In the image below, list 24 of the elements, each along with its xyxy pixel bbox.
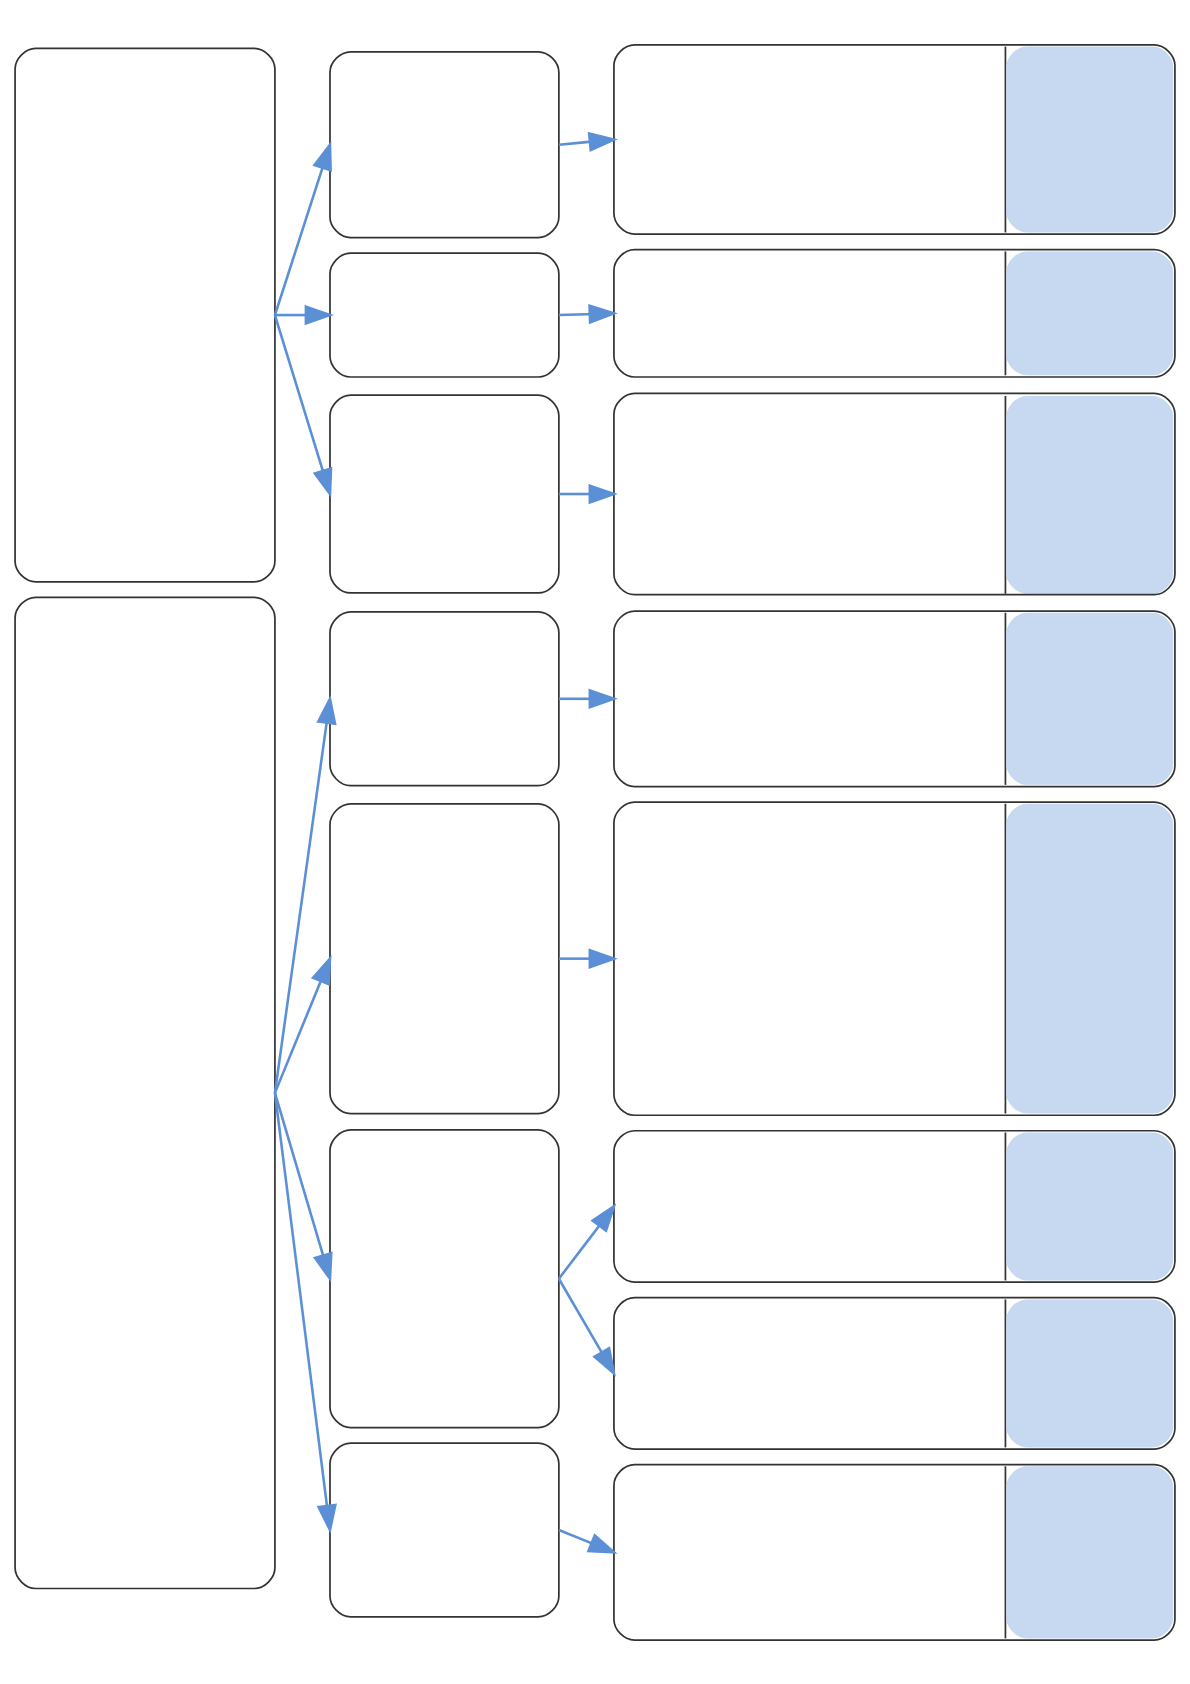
arrow (273, 314, 333, 498)
node-box (14, 595, 276, 1589)
arrow (273, 140, 332, 315)
arrow (558, 131, 618, 152)
node-box (329, 1441, 560, 1618)
node-box (329, 50, 560, 238)
arrow (273, 954, 332, 1093)
arrow (557, 1277, 616, 1377)
node-box (329, 251, 560, 378)
node-box (329, 393, 560, 594)
arrow (558, 303, 618, 324)
arrow (273, 694, 337, 1093)
arrow (273, 1092, 333, 1282)
node-box (329, 802, 560, 1114)
arrow (558, 483, 618, 504)
arrow (273, 1092, 337, 1534)
arrow (558, 688, 618, 709)
arrow (274, 304, 334, 325)
arrow (558, 947, 618, 969)
arrow (558, 1528, 618, 1554)
node-box (329, 1128, 560, 1428)
arrow (557, 1202, 617, 1280)
node-box (14, 46, 276, 583)
node-box (329, 610, 560, 787)
